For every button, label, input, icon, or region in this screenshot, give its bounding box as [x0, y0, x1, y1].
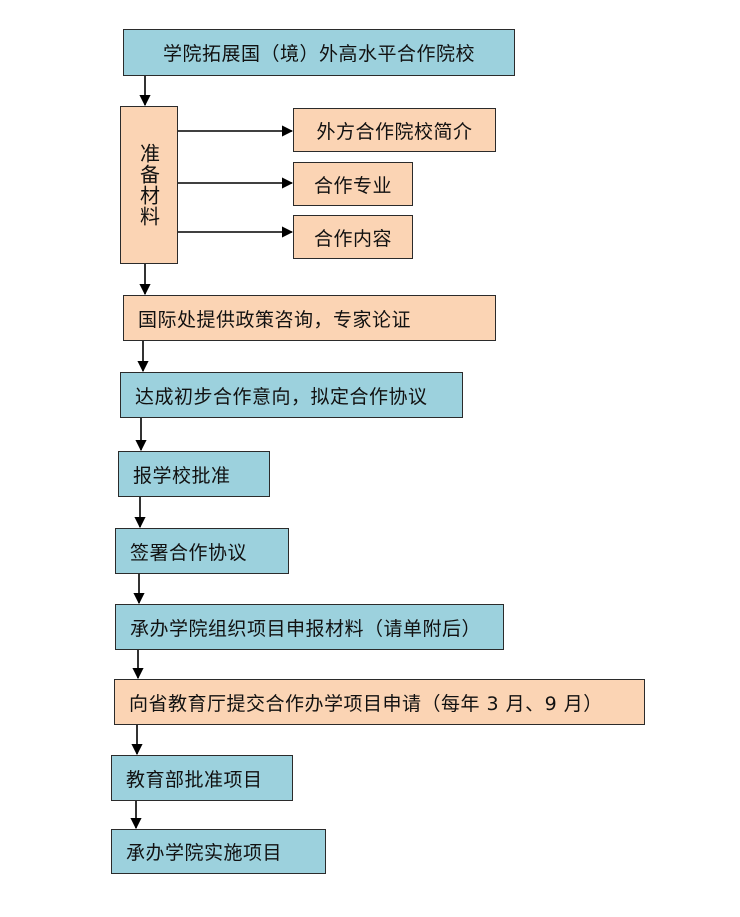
- step-application-materials: 承办学院组织项目申报材料（请单附后）: [115, 604, 504, 650]
- step-submit-to-province: 向省教育厅提交合作办学项目申请（每年 3 月、9 月）: [114, 679, 645, 725]
- step-prepare-materials: 准备材料: [120, 106, 178, 264]
- step-school-approval-label: 报学校批准: [133, 464, 231, 487]
- material-cooperation-content: 合作内容: [293, 215, 413, 259]
- step-application-materials-label: 承办学院组织项目申报材料（请单附后）: [130, 617, 482, 640]
- material-cooperation-content-label: 合作内容: [313, 227, 392, 250]
- material-partner-intro-label: 外方合作院校简介: [316, 120, 473, 143]
- step-implement-project: 承办学院实施项目: [111, 829, 326, 874]
- step-ministry-approval-label: 教育部批准项目: [126, 768, 263, 791]
- step-prepare-materials-label: 准备材料: [136, 143, 161, 227]
- step-ministry-approval: 教育部批准项目: [111, 755, 293, 801]
- step-policy-consultation-label: 国际处提供政策咨询，专家论证: [138, 308, 412, 331]
- material-cooperative-major: 合作专业: [293, 162, 413, 206]
- step-expand-partners: 学院拓展国（境）外高水平合作院校: [123, 29, 515, 76]
- step-draft-agreement-label: 达成初步合作意向，拟定合作协议: [135, 385, 428, 408]
- step-implement-project-label: 承办学院实施项目: [126, 842, 283, 864]
- material-cooperative-major-label: 合作专业: [313, 174, 392, 197]
- step-expand-partners-label: 学院拓展国（境）外高水平合作院校: [162, 43, 475, 65]
- step-policy-consultation: 国际处提供政策咨询，专家论证: [123, 295, 496, 341]
- step-sign-agreement-label: 签署合作协议: [130, 541, 248, 564]
- step-school-approval: 报学校批准: [118, 451, 270, 497]
- material-partner-intro: 外方合作院校简介: [293, 108, 496, 152]
- step-submit-to-province-label: 向省教育厅提交合作办学项目申请（每年 3 月、9 月）: [129, 692, 603, 715]
- step-draft-agreement: 达成初步合作意向，拟定合作协议: [120, 372, 463, 418]
- step-sign-agreement: 签署合作协议: [115, 528, 289, 574]
